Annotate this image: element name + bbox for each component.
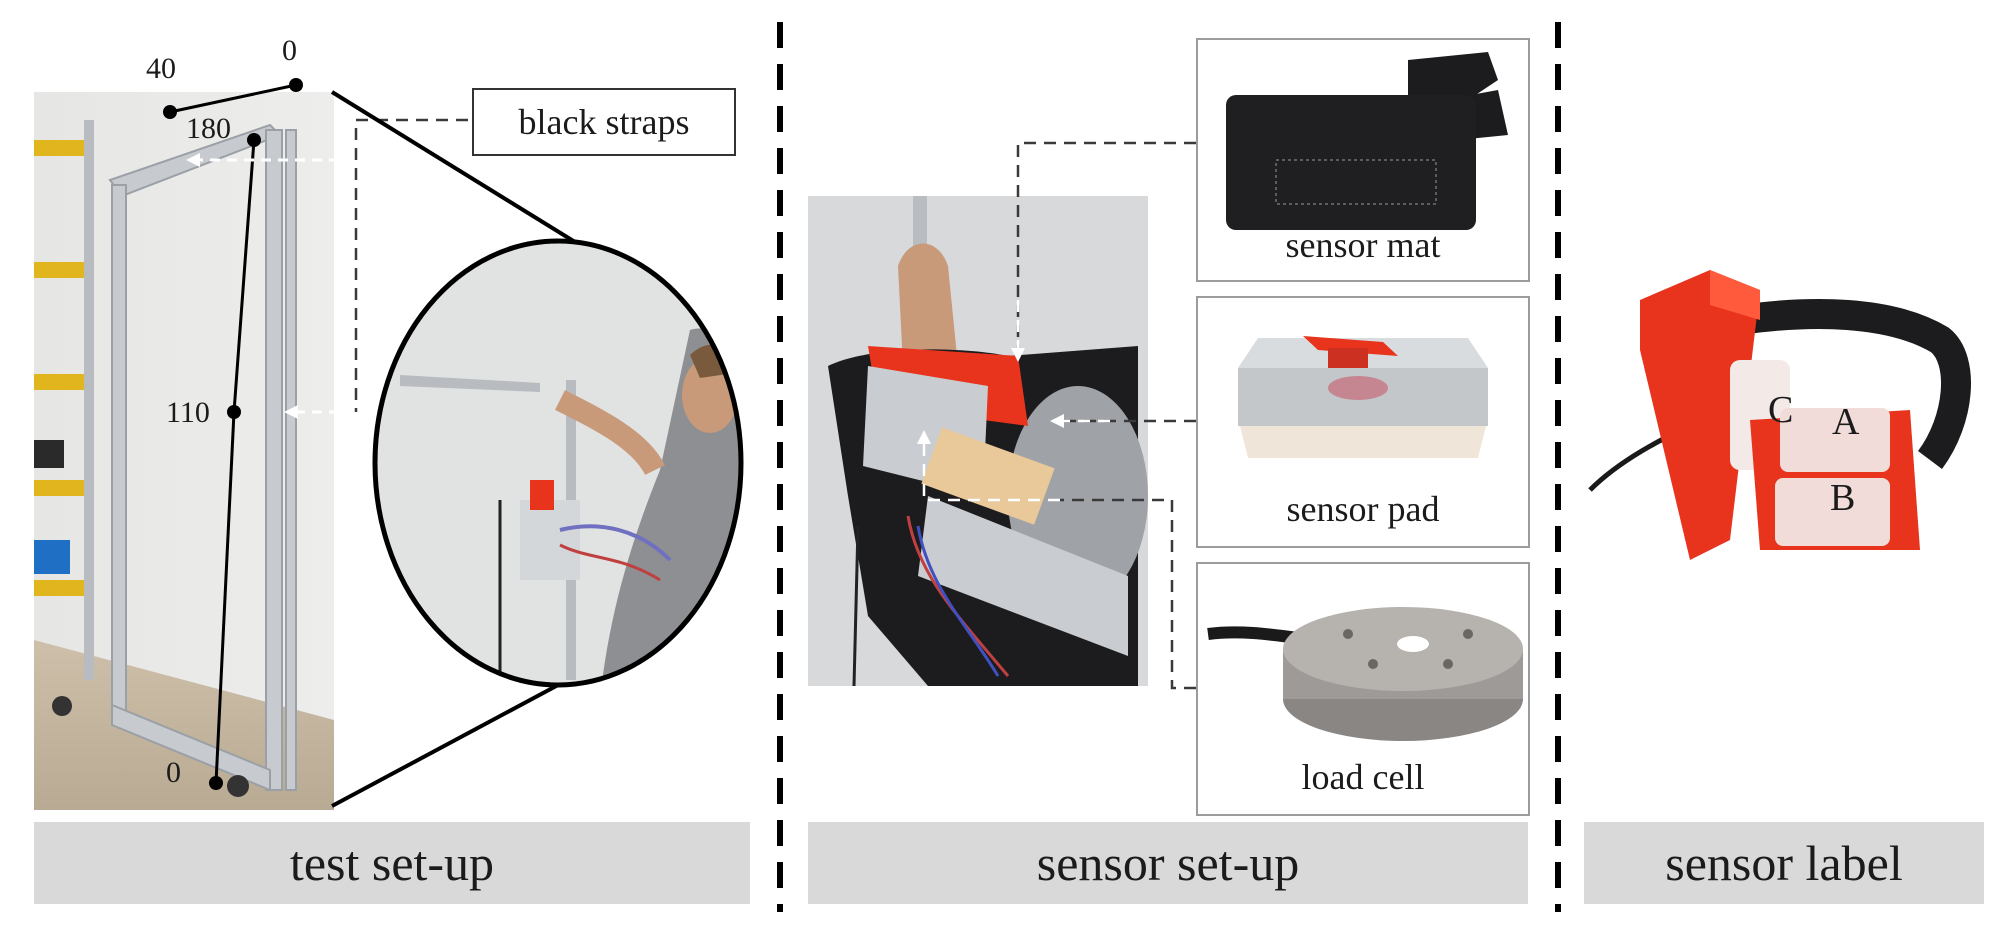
caption-sensor-setup: sensor set-up <box>808 822 1528 904</box>
sensor-pad-label: sensor pad <box>1286 489 1440 529</box>
point-0-bottom <box>209 776 223 790</box>
load-cell-label: load cell <box>1301 757 1425 797</box>
divider-right <box>1555 22 1561 912</box>
sensor-pad-box: sensor pad <box>1196 296 1530 548</box>
label-40: 40 <box>146 52 176 85</box>
aluminium-frame <box>108 123 297 792</box>
load-cell-box: load cell <box>1196 562 1530 816</box>
pad-label-b: B <box>1830 477 1856 519</box>
sensor-mat-image <box>1226 52 1508 230</box>
caption-sensor-label: sensor label <box>1584 822 1984 904</box>
divider-left <box>777 22 783 912</box>
test-setup-photo <box>34 78 744 810</box>
zoom-lines <box>330 90 590 808</box>
point-180 <box>247 133 261 147</box>
load-cell-image <box>1207 607 1523 741</box>
sensor-pad-image <box>1238 336 1488 458</box>
label-0-top: 0 <box>282 34 297 67</box>
pad-label-a: A <box>1832 401 1860 443</box>
sensor-setup-photo <box>808 196 1148 686</box>
strap-arrows <box>196 158 356 414</box>
label-110: 110 <box>166 396 210 429</box>
point-0-top <box>289 78 303 92</box>
pad-label-c: C <box>1768 389 1794 431</box>
black-straps-label: black straps <box>472 88 736 156</box>
point-40 <box>163 105 177 119</box>
label-180: 180 <box>186 112 231 145</box>
point-110 <box>227 405 241 419</box>
measurement-lines <box>169 83 297 784</box>
label-0-bottom: 0 <box>166 756 181 789</box>
sensor-mat-label: sensor mat <box>1285 225 1441 265</box>
sensor-setup-arrows <box>917 141 1196 690</box>
zoom-circle <box>372 238 744 688</box>
caption-test-setup: test set-up <box>34 822 750 904</box>
shelf <box>34 120 94 680</box>
straps-connector <box>354 118 468 412</box>
sensor-mat-box: sensor mat <box>1196 38 1530 282</box>
sensor-label-photo <box>1588 270 1971 560</box>
